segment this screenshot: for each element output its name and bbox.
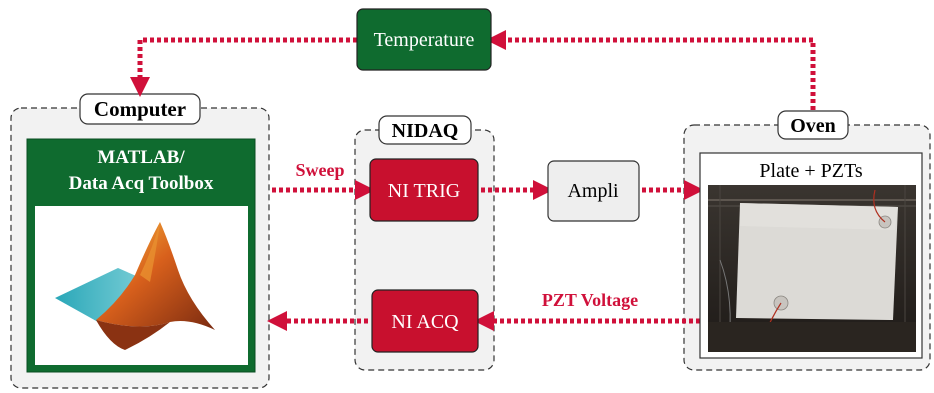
temperature-label: Temperature bbox=[374, 29, 475, 51]
plate-label: Plate + PZTs bbox=[759, 160, 862, 182]
ampli-label: Ampli bbox=[567, 180, 619, 202]
pzt-voltage-label: PZT Voltage bbox=[542, 290, 638, 310]
ni-acq-label: NI ACQ bbox=[391, 311, 459, 333]
matlab-logo-icon bbox=[55, 222, 215, 350]
ni-trig-label: NI TRIG bbox=[388, 180, 460, 202]
computer-group-label: Computer bbox=[94, 97, 186, 121]
matlab-label-line1: MATLAB/ bbox=[97, 147, 185, 168]
nidaq-group-label: NIDAQ bbox=[392, 120, 459, 142]
oven-group-tag bbox=[777, 110, 849, 140]
ampli-node bbox=[547, 160, 640, 222]
arrow-oven-to-temperature bbox=[486, 30, 816, 110]
oven-group-label: Oven bbox=[790, 115, 836, 137]
oven-photo bbox=[708, 185, 916, 352]
sweep-label: Sweep bbox=[296, 160, 345, 180]
matlab-label-line2: Data Acq Toolbox bbox=[69, 173, 214, 194]
temperature-node bbox=[356, 8, 492, 71]
ni-acq-node bbox=[371, 289, 479, 353]
arrow-temperature-to-computer bbox=[130, 37, 357, 97]
nidaq-group-tag bbox=[378, 115, 472, 145]
ni-trig-node bbox=[369, 158, 479, 222]
